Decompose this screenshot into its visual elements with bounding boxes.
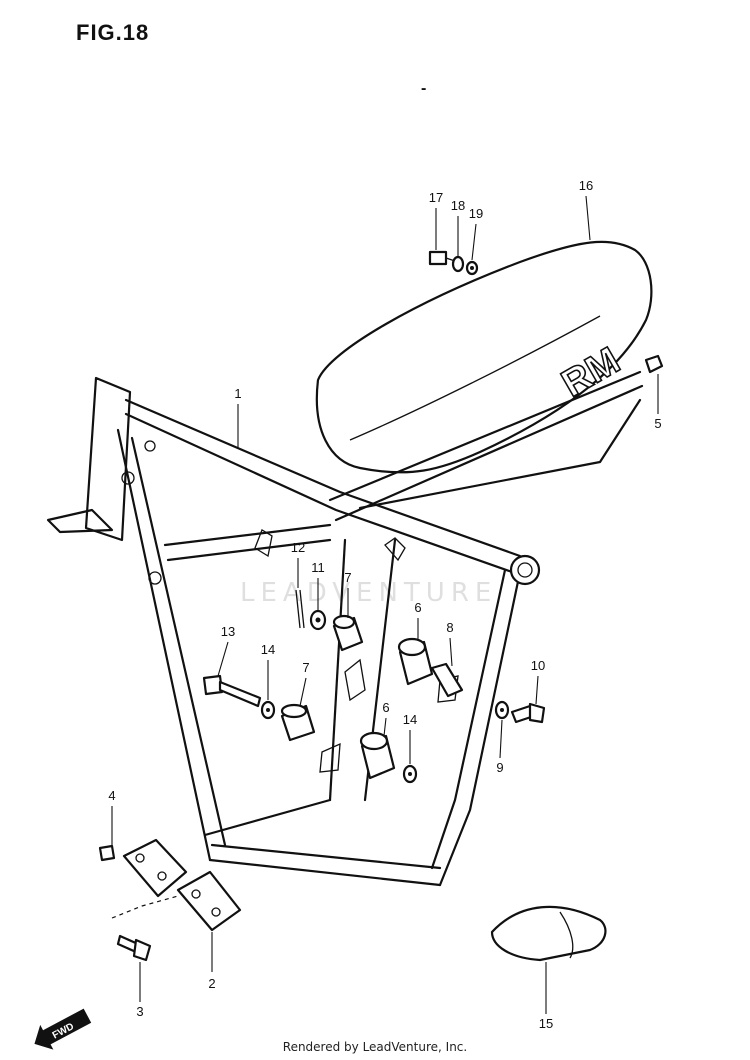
callout-label-15: 15 bbox=[539, 1016, 553, 1031]
figure-dash: - bbox=[421, 80, 427, 97]
callout-label-18: 18 bbox=[451, 198, 465, 213]
callout-label-6b: 6 bbox=[382, 700, 389, 715]
nut-5[interactable] bbox=[644, 354, 664, 374]
washer-19[interactable] bbox=[465, 260, 479, 276]
callout-label-6a: 6 bbox=[414, 600, 421, 615]
nut-4[interactable] bbox=[98, 844, 116, 862]
washer-11[interactable] bbox=[309, 609, 327, 631]
spacer-7-upper[interactable] bbox=[332, 614, 364, 652]
bracket-2[interactable] bbox=[176, 870, 242, 932]
washer-18[interactable] bbox=[451, 255, 465, 273]
callout-leader-6b bbox=[383, 717, 387, 737]
callout-leader-9 bbox=[499, 719, 503, 759]
callout-label-17: 17 bbox=[429, 190, 443, 205]
bolt-3[interactable] bbox=[116, 934, 152, 962]
bolt-8[interactable] bbox=[430, 662, 464, 698]
frame[interactable] bbox=[46, 370, 644, 887]
callout-label-11: 11 bbox=[311, 560, 325, 575]
callout-label-14b: 14 bbox=[403, 712, 417, 727]
pin-12[interactable] bbox=[295, 589, 305, 629]
callout-label-3: 3 bbox=[136, 1004, 143, 1019]
callout-label-19: 19 bbox=[469, 206, 483, 221]
callout-label-7a: 7 bbox=[344, 570, 351, 585]
callout-label-14a: 14 bbox=[261, 642, 275, 657]
callout-label-5: 5 bbox=[654, 416, 661, 431]
callout-label-2: 2 bbox=[208, 976, 215, 991]
bushing-6-upper[interactable] bbox=[397, 637, 434, 686]
footer-credit: Rendered by LeadVenture, Inc. bbox=[282, 1040, 468, 1054]
washer-14-left[interactable] bbox=[260, 700, 276, 720]
callout-leader-8 bbox=[449, 637, 453, 667]
seat[interactable]: RM bbox=[315, 240, 653, 474]
callout-leader-10 bbox=[535, 675, 539, 705]
bolt-10[interactable] bbox=[510, 702, 546, 724]
callout-label-16: 16 bbox=[579, 178, 593, 193]
callout-label-8: 8 bbox=[446, 620, 453, 635]
callout-label-13: 13 bbox=[221, 624, 235, 639]
bolt-13[interactable] bbox=[202, 674, 262, 708]
callout-label-12: 12 bbox=[291, 540, 305, 555]
bushing-6-lower[interactable] bbox=[359, 731, 396, 780]
callout-leader-7b bbox=[299, 677, 307, 707]
cover-15[interactable] bbox=[490, 905, 607, 962]
callout-label-7b: 7 bbox=[302, 660, 309, 675]
watermark: LEADVENTURE bbox=[240, 578, 498, 608]
washer-14-right[interactable] bbox=[402, 764, 418, 784]
callout-leader-16 bbox=[585, 195, 591, 241]
figure-title: FIG.18 bbox=[76, 20, 150, 45]
bolt-17[interactable] bbox=[428, 250, 459, 266]
bracket-engine-upper[interactable] bbox=[122, 838, 188, 898]
callout-leader-19 bbox=[471, 223, 477, 261]
callout-label-4: 4 bbox=[108, 788, 115, 803]
callout-label-9: 9 bbox=[496, 760, 503, 775]
spacer-7-lower[interactable] bbox=[280, 703, 316, 742]
washer-9[interactable] bbox=[494, 700, 510, 720]
callout-leader-13 bbox=[217, 641, 229, 677]
callout-label-1: 1 bbox=[234, 386, 241, 401]
callout-label-10: 10 bbox=[531, 658, 545, 673]
